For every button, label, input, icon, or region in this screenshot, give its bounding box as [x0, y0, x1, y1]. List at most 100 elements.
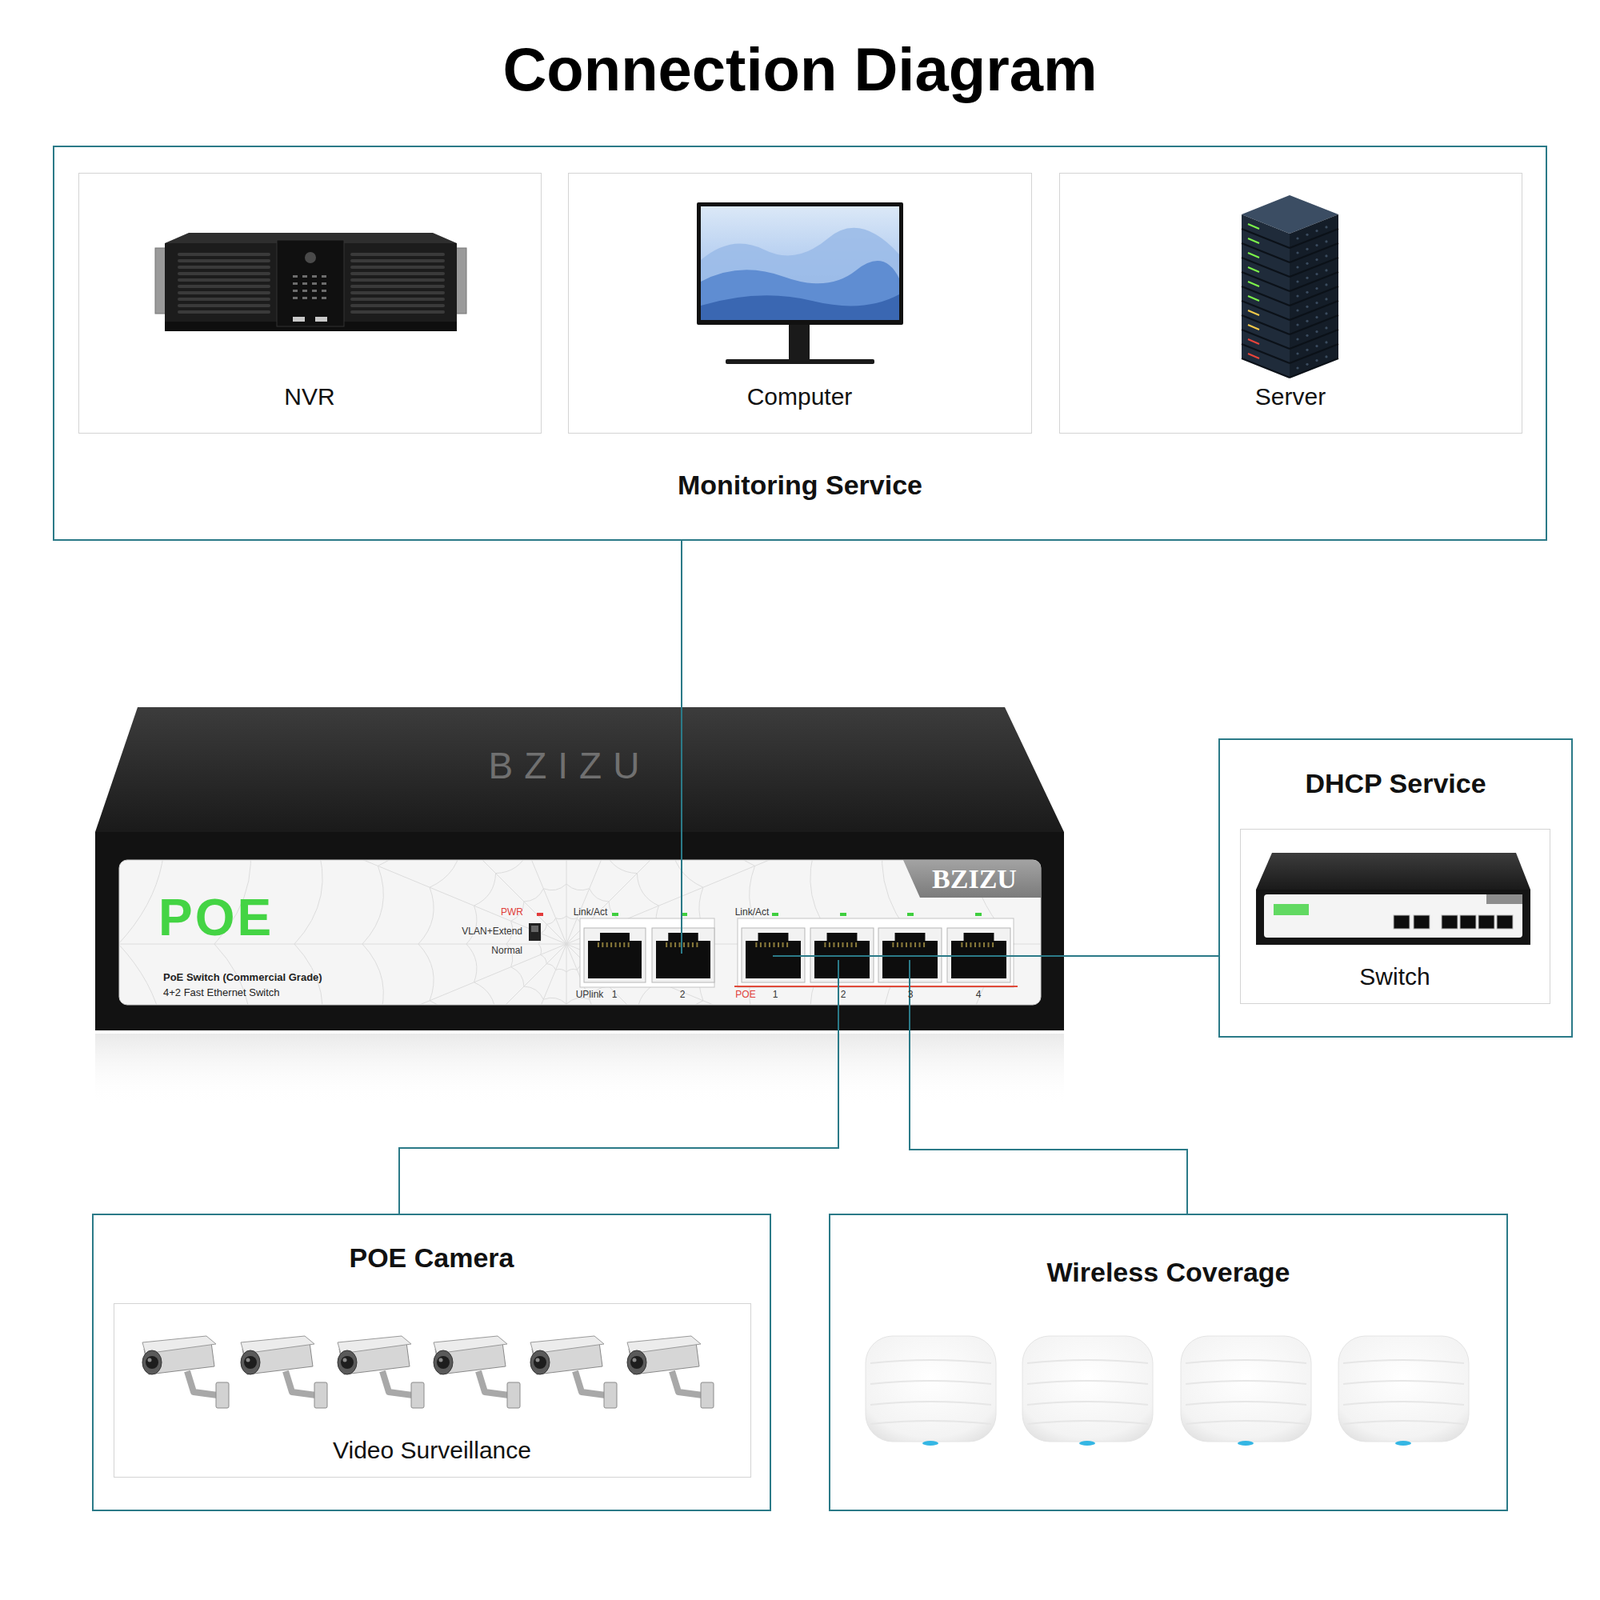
server-slot [1241, 300, 1290, 320]
web-ring [418, 860, 715, 1005]
jack-pin [601, 942, 604, 948]
panel-label: POE [735, 989, 756, 1001]
switch-reflection [95, 1033, 1064, 1106]
node-heading: Switch [1359, 962, 1430, 991]
vent-slat [177, 252, 271, 256]
server-slot [1289, 300, 1339, 320]
jack-pin [760, 942, 762, 948]
ap-contour [1185, 1401, 1307, 1405]
node-text: 4+2 Fast Ethernet Switch [163, 987, 280, 1000]
mini-brand-tab [1486, 894, 1523, 904]
lens-bezel [240, 1350, 260, 1375]
web-ring [362, 860, 771, 1005]
camera-body [532, 1342, 603, 1375]
node-text: PoE Switch (Commercial Grade) [163, 972, 323, 984]
device-box: NVR [78, 172, 542, 434]
panel-label: UPlink [576, 989, 604, 1001]
jack-pin [773, 942, 776, 948]
jack-pin [786, 942, 788, 948]
server-slot [1289, 272, 1339, 292]
web-strand [566, 944, 842, 1005]
lens-glint [343, 1358, 348, 1363]
server-vent [1324, 340, 1328, 344]
cable-run [680, 707, 683, 954]
web-ring [214, 860, 919, 1005]
server-vent [1305, 291, 1308, 294]
ap-contour [1185, 1380, 1307, 1384]
panel-label: Link/Act [735, 907, 770, 919]
jack-pin [832, 942, 835, 948]
server-vent [1324, 225, 1328, 228]
server-led [1248, 224, 1260, 229]
link-led [975, 912, 982, 916]
rj45-jack [951, 932, 1007, 979]
server-slot [1241, 286, 1290, 306]
nvr-led [302, 282, 308, 285]
panel-label: 1 [772, 989, 779, 1001]
ap-contour [1027, 1401, 1148, 1405]
mode-toggle-knob [531, 925, 539, 932]
lens [340, 1356, 354, 1369]
node-text: BZIZU [932, 863, 1017, 895]
poe-switch: BZIZUBZIZUPOEPoE Switch (Commercial Grad… [95, 707, 1064, 1031]
web-strand [566, 860, 1041, 944]
link-led [907, 912, 914, 916]
monitor-base [725, 359, 875, 364]
vent-slat [177, 265, 271, 269]
server-illustration [1241, 195, 1339, 378]
vent-slat [177, 259, 271, 263]
server-left [1241, 214, 1290, 378]
nvr-top [164, 232, 457, 244]
mini-port [1460, 915, 1476, 929]
server-vent [1324, 283, 1328, 286]
mini-switch-front [1256, 889, 1531, 945]
web-strand [566, 944, 1041, 1005]
port-frame [810, 928, 874, 983]
ap-status-light [1079, 1440, 1096, 1446]
server-vent [1305, 305, 1308, 308]
wall-plate [700, 1382, 714, 1408]
vent-slat [177, 310, 271, 314]
nvr-led [321, 275, 327, 278]
jack-pin [665, 942, 668, 948]
ap-status-light [1395, 1440, 1412, 1446]
jack-pin [619, 942, 621, 948]
jack-pin [992, 942, 994, 948]
poe-underline [734, 985, 1018, 988]
server-led [1248, 353, 1260, 359]
camera-arm [575, 1371, 606, 1396]
server-vent [1296, 323, 1299, 326]
computer-illustration [696, 202, 904, 364]
lens-bezel [627, 1350, 647, 1375]
server-vent [1315, 316, 1318, 319]
server-vent [1315, 244, 1318, 247]
mini-switch-top [1256, 852, 1531, 890]
node-text: POE [158, 888, 274, 948]
diagram-title: Connection Diagram [502, 34, 1097, 104]
bullet-camera [240, 1336, 328, 1408]
node-heading: Wireless Coverage [1047, 1256, 1291, 1288]
web-strand [566, 944, 568, 1005]
jack-pin [623, 942, 625, 948]
server-vent [1296, 308, 1299, 312]
jack-pin [855, 942, 857, 948]
jack-pin [782, 942, 784, 948]
port-frame [947, 928, 1011, 983]
server-slot [1241, 344, 1290, 364]
ap-contour [1343, 1420, 1464, 1424]
sun-shield [240, 1336, 315, 1354]
ap-contour [870, 1401, 992, 1405]
jack-pin [979, 942, 981, 948]
nvr-led [321, 289, 327, 292]
jack-pin [846, 942, 848, 948]
lens-bezel [433, 1350, 453, 1375]
vent-slat [177, 278, 271, 282]
server-led [1248, 310, 1260, 316]
nvr-led [302, 296, 308, 300]
jack-pin [628, 942, 630, 948]
web-strand [566, 860, 568, 944]
jack-pin [960, 942, 963, 948]
web-ring [119, 860, 1015, 1005]
vent-slat [350, 297, 445, 301]
